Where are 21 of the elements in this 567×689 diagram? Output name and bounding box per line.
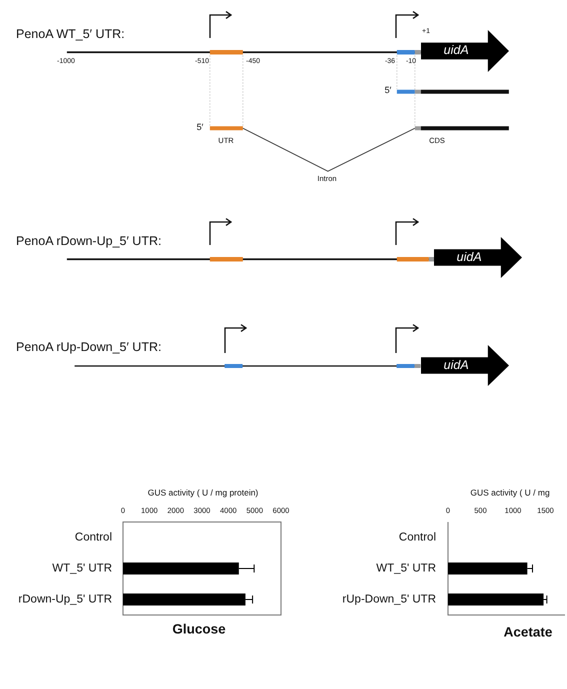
gene-arrow: [434, 237, 522, 278]
strand-end-label: 5′: [384, 86, 392, 96]
category-label: WT_5' UTR: [376, 562, 436, 575]
chart-title: Acetate: [504, 626, 552, 640]
chart-title: Glucose: [172, 622, 226, 638]
gene-arrow: [421, 30, 509, 72]
category-label: rDown-Up_5' UTR: [18, 593, 112, 606]
axis-title: GUS activity ( U / mg protein): [148, 488, 258, 498]
gene-name: uidA: [444, 358, 469, 372]
gene-name: uidA: [444, 44, 469, 58]
category-label: WT_5' UTR: [52, 562, 112, 575]
category-label: Control: [74, 531, 112, 544]
gene-name: uidA: [456, 250, 482, 264]
category-label: rUp-Down_5' UTR: [342, 593, 436, 606]
strand-end-label: 5′: [196, 123, 204, 133]
axis-title: GUS activity ( U / mg: [470, 488, 550, 498]
construct-label: PenoA rDown-Up_5′ UTR:: [16, 235, 162, 249]
gene-arrow: [421, 345, 509, 386]
construct-label: PenoA WT_5′ UTR:: [16, 28, 125, 42]
category-label: Control: [398, 531, 436, 544]
construct-label: PenoA rUp-Down_5′ UTR:: [16, 341, 162, 355]
